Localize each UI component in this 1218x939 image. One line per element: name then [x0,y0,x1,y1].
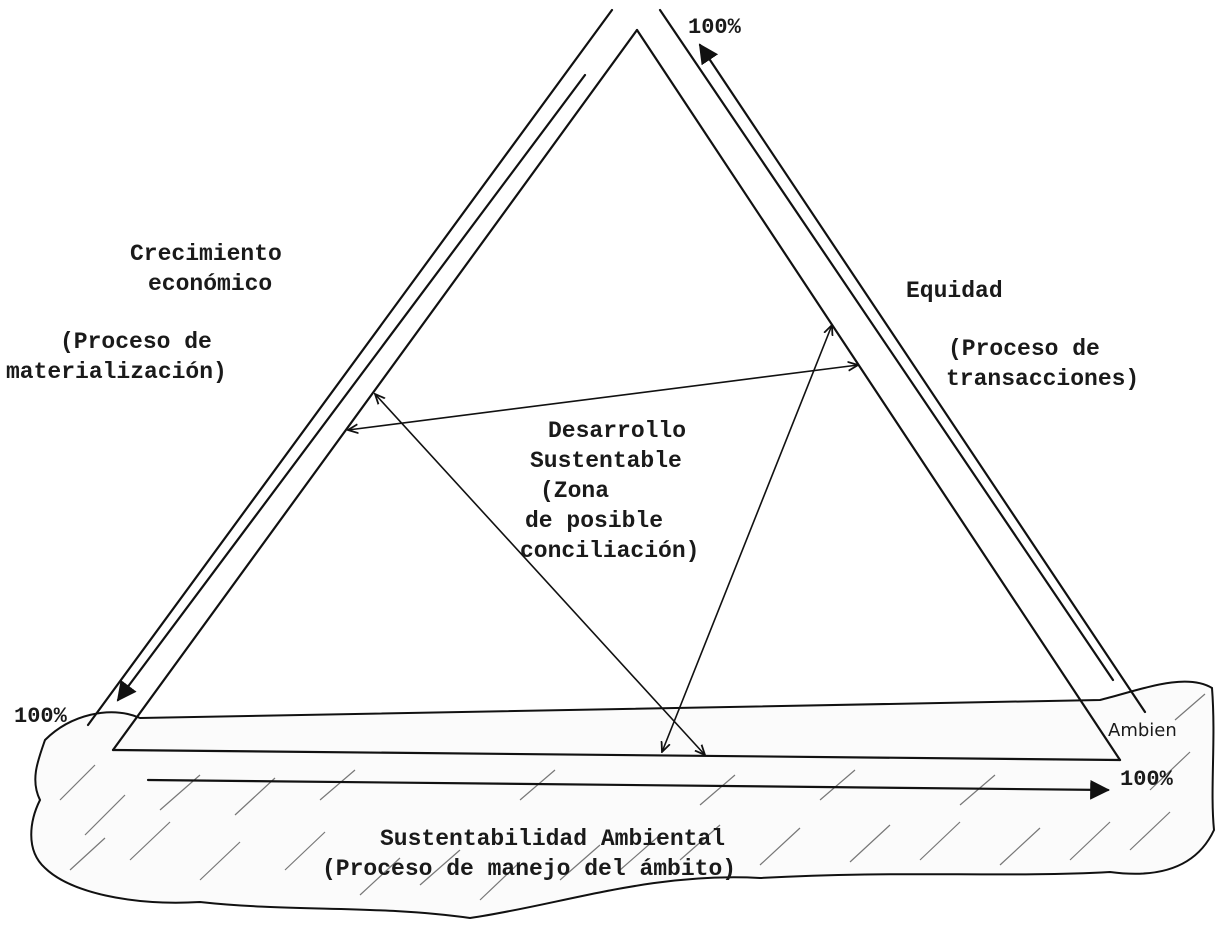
left-percent-label: 100% [14,704,68,729]
economic-growth-axis-arrow [116,73,587,702]
equity-axis-arrow [698,43,1147,714]
environment-axis-arrow [146,778,1110,800]
conciliation-arrow-economy-to-environment [375,394,705,755]
ambient-corner-label: Ambien [1108,720,1177,741]
equity-process-line2: transacciones) [946,366,1139,392]
environment-ground [30,680,1216,920]
top-percent-label: 100% [688,15,742,40]
environment-process: (Proceso de manejo del ámbito) [322,856,736,882]
environment-title: Sustentabilidad Ambiental [380,826,725,852]
center-label-line1: Desarrollo [548,418,686,444]
economic-process-line2: materialización) [6,359,227,385]
conciliation-arrow-equity-to-environment [662,325,832,752]
equity-process-line1: (Proceso de [948,336,1100,362]
center-label-line3: (Zona [540,478,609,504]
equity-title: Equidad [906,278,1003,304]
center-label-line2: Sustentable [530,448,682,474]
right-percent-label: 100% [1120,767,1174,792]
economic-growth-title-line2: económico [148,271,272,297]
center-label-line5: conciliación) [520,538,699,564]
economic-growth-title-line1: Crecimiento [130,241,282,267]
economic-process-line1: (Proceso de [60,329,212,355]
equity-axis-line [658,8,1115,682]
center-label-line4: de posible [525,508,663,534]
